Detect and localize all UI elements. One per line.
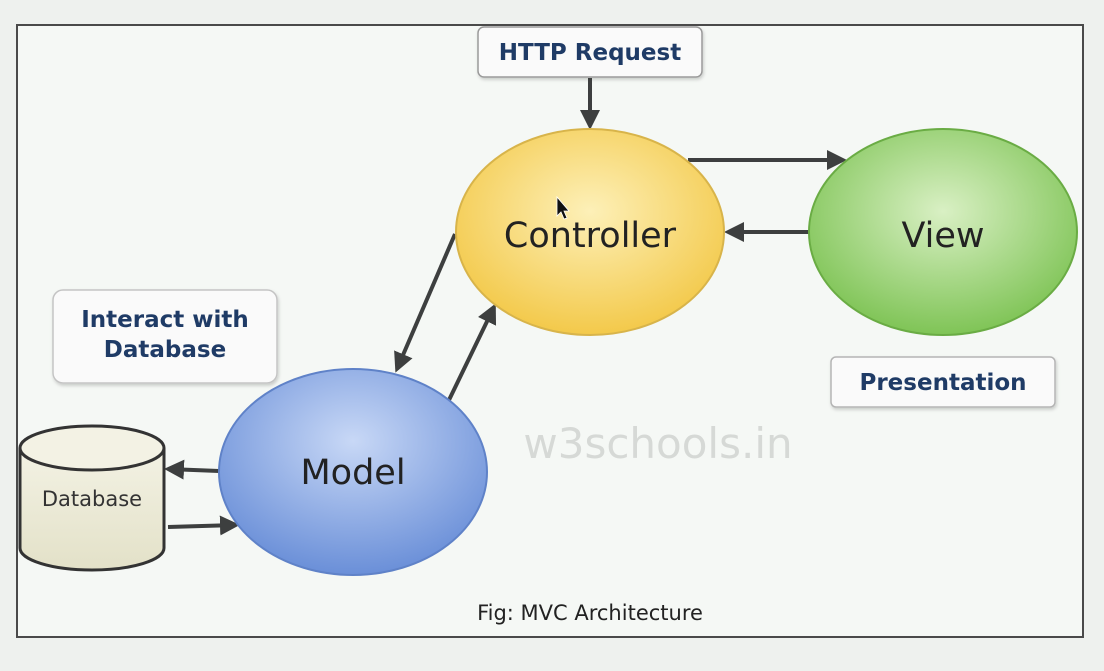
database-node: Database: [18, 424, 166, 572]
arrow-database-to-model: [167, 515, 240, 536]
arrows: [164, 78, 847, 536]
figure-caption: Fig: MVC Architecture: [477, 601, 703, 625]
presentation-label: Presentation: [859, 370, 1026, 396]
interact-with-database-box: Interact with Database: [52, 289, 278, 384]
arrow-controller-to-model: [394, 233, 457, 373]
mouse-cursor-icon: [556, 195, 570, 220]
model-node: Model: [218, 368, 488, 576]
arrow-model-to-database: [164, 459, 220, 480]
watermark-text: w3schools.in: [523, 419, 792, 468]
controller-node: Controller: [455, 128, 725, 336]
interact-label-line1: Interact with: [81, 307, 249, 333]
http-request-box: HTTP Request: [477, 26, 703, 78]
view-label: View: [901, 216, 984, 256]
presentation-box: Presentation: [830, 356, 1056, 408]
http-request-label: HTTP Request: [499, 40, 681, 66]
controller-label: Controller: [504, 216, 677, 256]
database-label: Database: [42, 487, 142, 511]
view-node: View: [808, 128, 1078, 336]
interact-label-line2: Database: [104, 337, 226, 363]
arrow-model-to-controller: [447, 303, 497, 401]
model-label: Model: [300, 453, 405, 493]
